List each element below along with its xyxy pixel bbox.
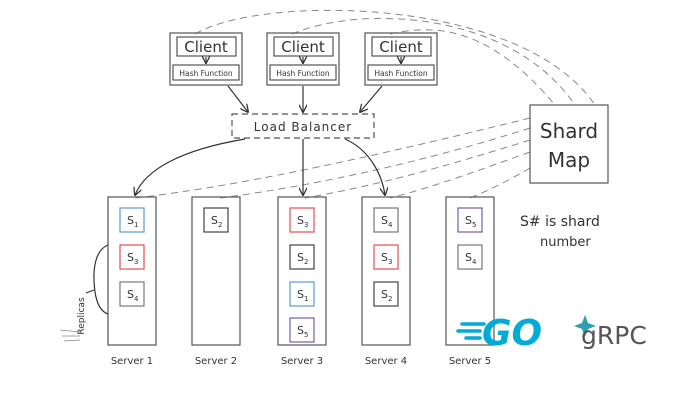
shard-number: 5 [304, 331, 308, 339]
shard-box [457, 244, 483, 270]
client-label: Client [184, 38, 228, 56]
shard-label: S [381, 214, 388, 227]
hash-function-label: Hash Function [179, 69, 232, 78]
go-logo-speed-lines [456, 322, 486, 340]
shard-number: 3 [134, 258, 138, 266]
server-5-box [445, 196, 495, 346]
replicas-brace: Replicas [59, 244, 109, 342]
shard-number: 2 [304, 258, 308, 266]
go-logo: GO [456, 313, 542, 354]
shard-map-line1: Shard [540, 119, 598, 143]
shard-label: S [465, 251, 472, 264]
server-3-label: Server 3 [281, 356, 323, 367]
grpc-logo-text: gRPC [581, 321, 647, 350]
shard-number: 5 [472, 221, 476, 229]
shard-number: 3 [388, 258, 392, 266]
server-5-label: Server 5 [449, 356, 491, 367]
shard-legend: S# is shard number [520, 214, 600, 250]
shard-number: 2 [218, 221, 222, 229]
go-logo-text: GO [482, 313, 542, 354]
client-2: Client Hash Function [266, 32, 340, 86]
shard-box [373, 207, 399, 233]
shard-box [119, 244, 145, 270]
shard-label: S [297, 214, 304, 227]
shard-map: Shard Map [529, 104, 609, 184]
client-3: Client Hash Function [364, 32, 438, 86]
lb-to-server-arrows [135, 138, 385, 195]
shard-box [203, 207, 229, 233]
shard-label: S [127, 288, 134, 301]
shard-number: 4 [134, 295, 139, 303]
shard-box [289, 244, 315, 270]
shard-number: 2 [388, 295, 392, 303]
load-balancer-label: Load Balancer [254, 120, 352, 134]
client-label: Client [379, 38, 423, 56]
shard-label: S [127, 251, 134, 264]
server-4-label: Server 4 [365, 356, 407, 367]
shard-label: S [381, 251, 388, 264]
shard-number: 4 [472, 258, 477, 266]
shard-number: 3 [304, 221, 308, 229]
shard-box [289, 317, 315, 343]
shard-box [373, 281, 399, 307]
shard-box [119, 207, 145, 233]
shard-box [119, 281, 145, 307]
server-1-label: Server 1 [111, 356, 153, 367]
shard-box [457, 207, 483, 233]
server-3-box [277, 196, 327, 346]
server-1-box [107, 196, 157, 346]
grpc-logo-mark [574, 315, 596, 337]
hash-function-label: Hash Function [374, 69, 427, 78]
legend-line2: number [540, 235, 591, 250]
server-2-box [191, 196, 241, 346]
hash-function-label: Hash Function [276, 69, 329, 78]
shard-label: S [127, 214, 134, 227]
shard-number: 1 [304, 295, 308, 303]
shard-map-line2: Map [548, 148, 590, 172]
shard-label: S [211, 214, 218, 227]
servers: Server 1 Server 2 Server 3 Server 4 Serv… [107, 196, 495, 367]
server-4-box [361, 196, 411, 346]
replicas-label: Replicas [77, 297, 87, 335]
shard-label: S [297, 288, 304, 301]
shard-box [373, 244, 399, 270]
shard-box [289, 207, 315, 233]
shard-number: 4 [388, 221, 393, 229]
shard-map-server-links [134, 117, 531, 199]
load-balancer: Load Balancer [231, 113, 375, 139]
shard-box [289, 281, 315, 307]
shard-label: S [297, 324, 304, 337]
shard-label: S [297, 251, 304, 264]
shard-label: S [465, 214, 472, 227]
shard-label: S [381, 288, 388, 301]
client-to-lb-arrows [227, 85, 383, 112]
client-1: Client Hash Function [169, 32, 243, 86]
shard-number: 1 [134, 221, 138, 229]
legend-line1: S# is shard [520, 214, 600, 230]
shard-map-client-links [194, 9, 596, 106]
grpc-logo: gRPC [574, 315, 647, 350]
server-2-label: Server 2 [195, 356, 237, 367]
client-label: Client [281, 38, 325, 56]
